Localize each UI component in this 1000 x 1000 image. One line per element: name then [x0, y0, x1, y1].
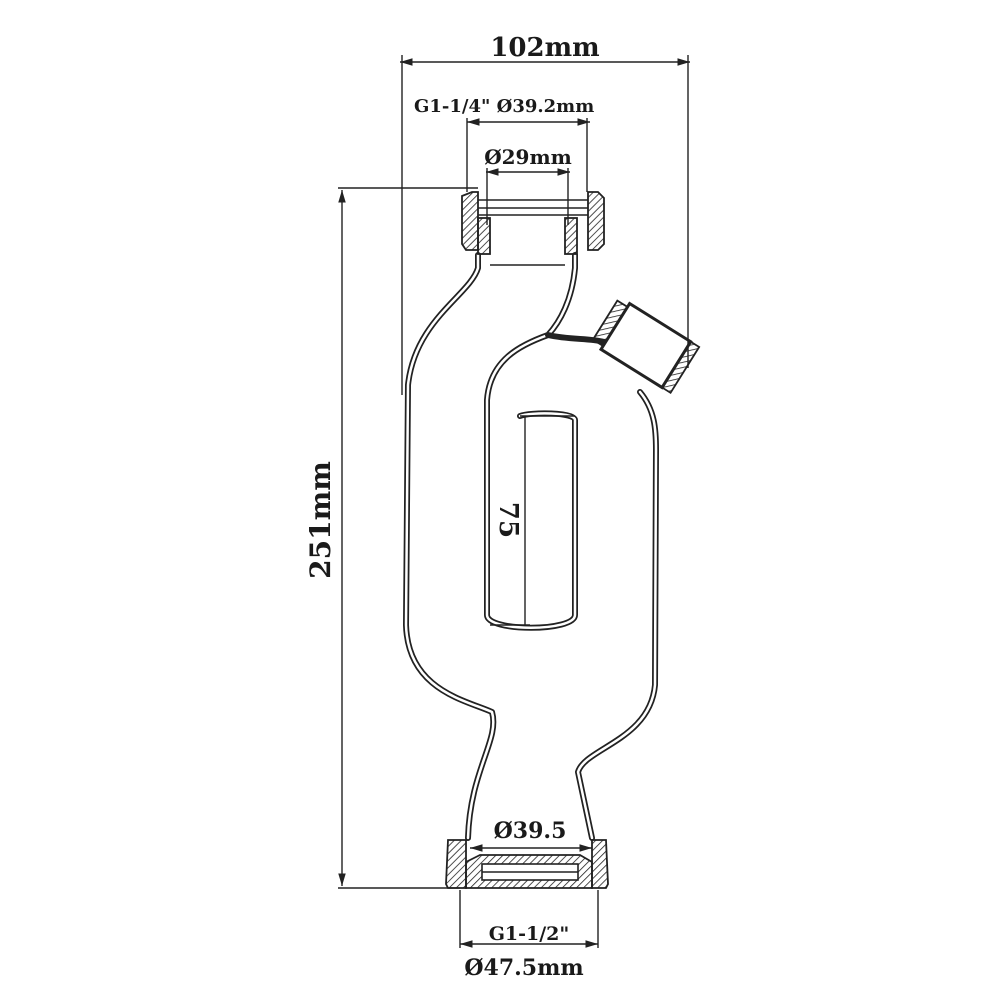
top-nut	[461, 191, 605, 255]
trap-body	[403, 252, 659, 841]
bottom-nut	[445, 839, 609, 889]
top-thread-label: G1-1/4" Ø39.2mm	[414, 96, 594, 117]
bottom-outer-diameter-label: Ø47.5mm	[464, 955, 583, 981]
overall-width-label: 102mm	[490, 33, 599, 63]
overall-height-label: 251mm	[304, 461, 337, 579]
top-inner-diameter-label: Ø29mm	[484, 145, 572, 169]
side-port	[591, 299, 701, 395]
seal-depth-label: 75	[493, 502, 523, 538]
dimension-lines	[338, 55, 690, 948]
bottom-inner-diameter-label: Ø39.5	[494, 818, 567, 844]
bottom-thread-label: G1-1/2"	[489, 923, 570, 945]
